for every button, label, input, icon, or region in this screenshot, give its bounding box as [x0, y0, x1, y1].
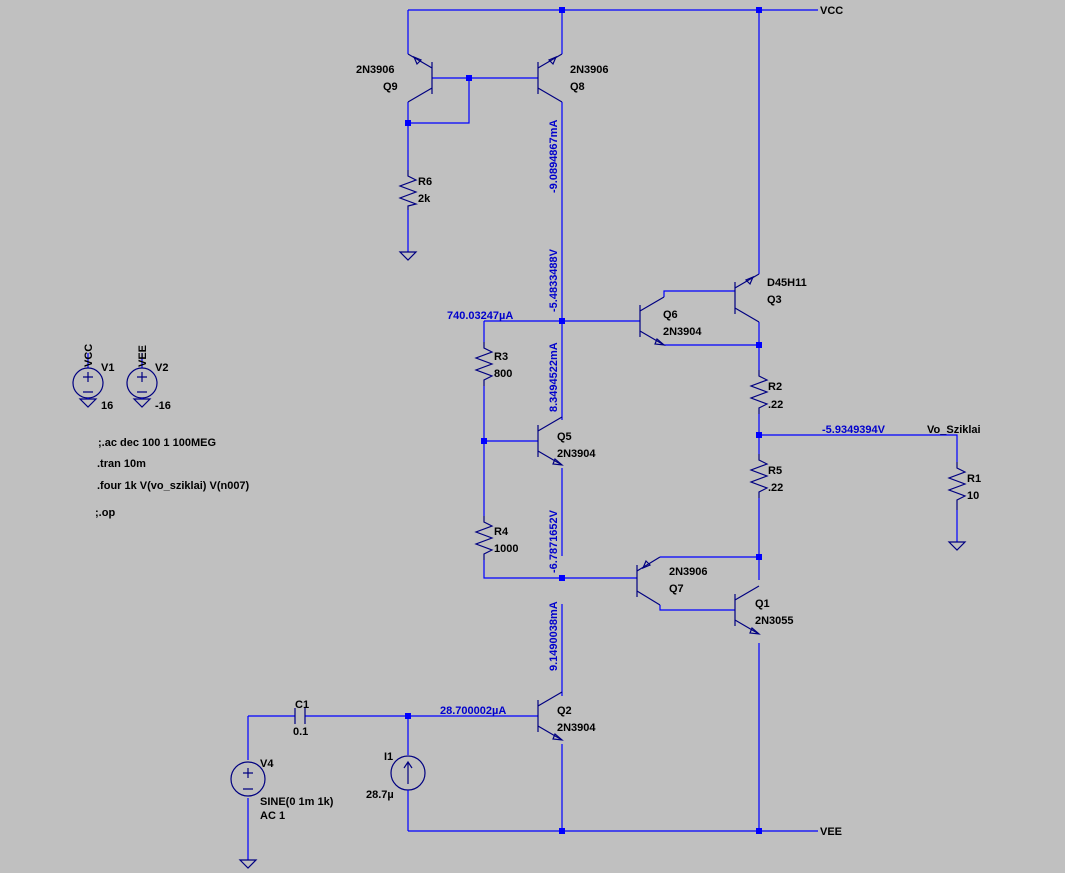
resistor-r1[interactable]: [947, 462, 967, 510]
net-label-vcc: VCC: [820, 5, 843, 17]
current-source-i1[interactable]: [390, 755, 426, 795]
voltage-source-v4[interactable]: [230, 761, 266, 797]
r3-value: 800: [494, 368, 512, 380]
transistor-q2[interactable]: [537, 691, 564, 741]
transistor-q5[interactable]: [537, 416, 564, 466]
annotation-q2-current: 9.1490038mA: [548, 601, 560, 671]
annotation-q5-current: 8.3494522mA: [548, 342, 560, 412]
directive-ac[interactable]: ;.ac dec 100 1 100MEG: [98, 437, 216, 449]
q2-name: Q2: [557, 705, 572, 717]
transistor-q8[interactable]: [537, 53, 563, 103]
annotation-q8-voltage: -5.4833488V: [548, 248, 560, 312]
v2-net-label: VEE: [137, 345, 149, 367]
r2-name: R2: [768, 381, 782, 393]
net-label-vee: VEE: [820, 826, 842, 838]
annotation-q2-base-current: 28.700002µA: [440, 705, 506, 717]
voltage-source-v1[interactable]: [72, 353, 104, 399]
v2-name: V2: [155, 362, 168, 374]
c1-value: 0.1: [293, 726, 308, 738]
resistor-r2[interactable]: [749, 370, 769, 414]
transistor-q1[interactable]: [734, 585, 761, 635]
r1-value: 10: [967, 490, 979, 502]
v1-value: 16: [101, 400, 113, 412]
q8-name: Q8: [570, 81, 585, 93]
directive-four[interactable]: .four 1k V(vo_sziklai) V(n007): [97, 480, 250, 492]
v4-value: SINE(0 1m 1k): [260, 796, 334, 808]
r5-name: R5: [768, 465, 782, 477]
q7-model: 2N3906: [669, 566, 708, 578]
directive-op[interactable]: ;.op: [95, 507, 115, 519]
r3-name: R3: [494, 351, 508, 363]
r6-value: 2k: [418, 193, 431, 205]
q3-model: D45H11: [767, 277, 807, 289]
q3-name: Q3: [767, 294, 782, 306]
v2-value: -16: [155, 400, 171, 412]
q9-model: 2N3906: [356, 64, 395, 76]
v4-name: V4: [260, 758, 274, 770]
annotation-output-voltage: -5.9349394V: [822, 424, 886, 436]
v4-ac: AC 1: [260, 810, 285, 822]
transistor-q9[interactable]: [407, 53, 433, 103]
ground-icon: [78, 251, 967, 869]
junction-dots: [405, 7, 762, 834]
transistor-q6[interactable]: [639, 296, 666, 346]
q6-model: 2N3904: [663, 326, 702, 338]
r4-name: R4: [494, 526, 509, 538]
capacitor-c1[interactable]: [294, 708, 306, 724]
net-label-vo: Vo_Sziklai: [927, 424, 981, 436]
resistor-r5[interactable]: [749, 454, 769, 498]
v1-net-label: VCC: [83, 344, 95, 367]
transistor-q3[interactable]: [734, 273, 760, 323]
annotation-q8-current: -9.0894867mA: [548, 120, 560, 193]
i1-name: I1: [384, 751, 393, 763]
r6-name: R6: [418, 176, 432, 188]
q2-model: 2N3904: [557, 722, 596, 734]
directive-tran[interactable]: .tran 10m: [97, 458, 146, 470]
q7-name: Q7: [669, 583, 684, 595]
voltage-source-v2[interactable]: [126, 353, 158, 399]
r2-value: .22: [768, 399, 783, 411]
q9-name: Q9: [383, 81, 398, 93]
c1-name: C1: [295, 699, 309, 711]
resistor-r3[interactable]: [474, 342, 494, 386]
q8-model: 2N3906: [570, 64, 609, 76]
q6-name: Q6: [663, 309, 678, 321]
resistor-r6[interactable]: [398, 170, 419, 210]
r5-value: .22: [768, 482, 783, 494]
transistor-q7[interactable]: [636, 556, 661, 606]
q5-name: Q5: [557, 431, 572, 443]
resistor-r4[interactable]: [474, 516, 494, 560]
i1-value: 28.7µ: [366, 789, 394, 801]
v1-name: V1: [101, 362, 114, 374]
annotation-r3-current: 740.03247µA: [447, 310, 513, 322]
q1-model: 2N3055: [755, 615, 794, 627]
r1-name: R1: [967, 473, 981, 485]
r4-value: 1000: [494, 543, 518, 555]
q1-name: Q1: [755, 598, 770, 610]
q5-model: 2N3904: [557, 448, 596, 460]
annotation-q5-voltage: -6.7871652V: [548, 509, 560, 573]
